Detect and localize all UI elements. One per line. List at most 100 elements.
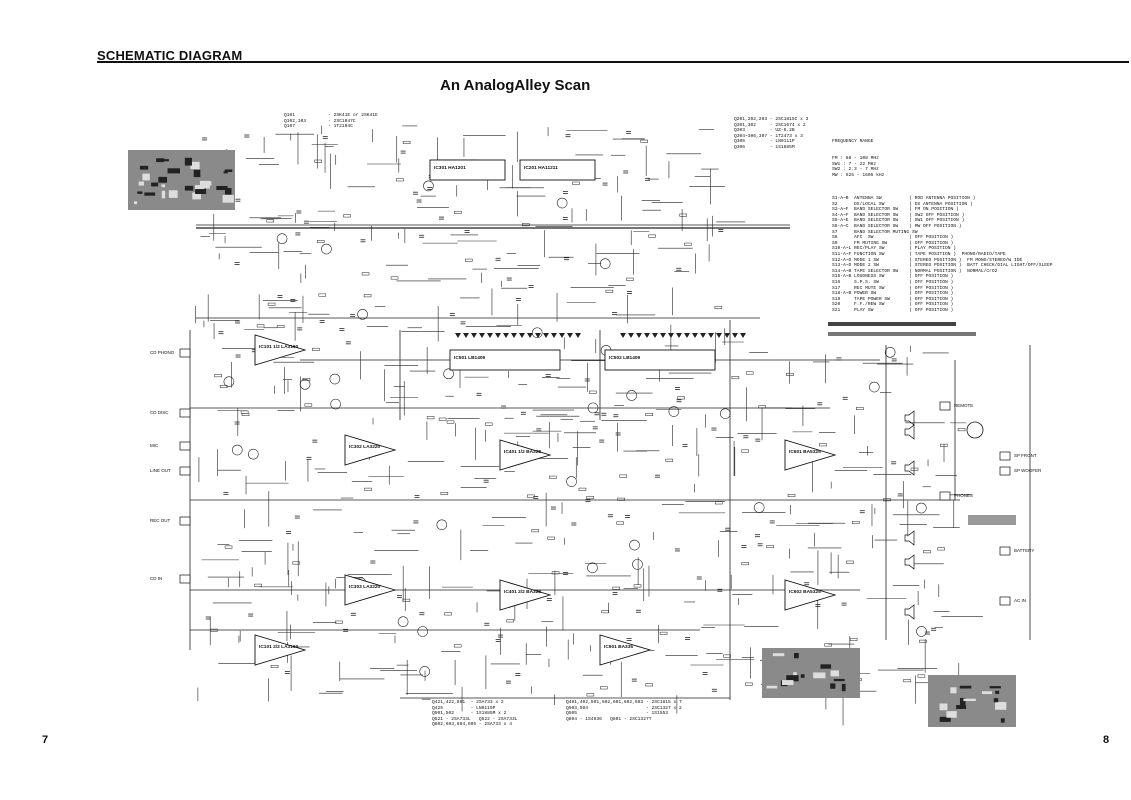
pcb-photo-detail — [1000, 718, 1005, 723]
resistor — [714, 305, 723, 309]
pcb-photo-detail — [946, 711, 957, 718]
ic-label: IC302 LA3220 — [349, 444, 381, 450]
resistor — [465, 258, 473, 262]
resistor — [903, 679, 911, 683]
pcb-photo-detail — [151, 182, 159, 187]
ic-label: IC501 LB1409 — [454, 355, 486, 361]
led-symbol — [575, 333, 581, 338]
resistor — [586, 496, 594, 500]
jack-label: CD PHONO — [150, 350, 175, 355]
led-symbol — [495, 333, 501, 338]
led-symbol — [716, 333, 722, 338]
ic-symbol — [499, 439, 552, 471]
resistor — [446, 420, 455, 424]
resistor — [600, 686, 608, 690]
ic-symbol — [599, 634, 652, 666]
resistor — [605, 289, 614, 293]
resistor — [551, 571, 560, 575]
switch-list-row: S20 F.F./REW SW ( OFF POSITION ) — [832, 302, 954, 308]
ic-symbol — [449, 349, 561, 371]
ic-symbol — [499, 579, 552, 611]
pcb-photo-detail — [989, 686, 1001, 689]
transistor-symbol — [626, 390, 637, 401]
resistor — [937, 547, 945, 551]
resistor — [684, 242, 692, 246]
resistor — [318, 293, 327, 297]
transistor-symbol — [587, 562, 598, 574]
transistor-symbol — [668, 406, 680, 417]
resistor — [572, 181, 580, 185]
resistor — [578, 487, 587, 491]
pcb-photo-detail — [161, 184, 166, 188]
pcb-photo-detail — [224, 188, 232, 195]
switch-list-row: S17 REC MUTE SW ( OFF POSITION ) — [832, 285, 954, 291]
pcb-photo-detail — [156, 159, 169, 162]
resistor — [846, 560, 854, 564]
ic-symbol — [784, 579, 837, 611]
pcb-photo-detail — [993, 698, 999, 703]
resistor — [616, 521, 624, 525]
jack-label: CD DISC — [150, 410, 169, 415]
transistor-symbol — [436, 519, 448, 531]
resistor — [214, 374, 222, 378]
pcb-photo-detail — [142, 173, 150, 181]
resistor — [484, 422, 493, 426]
speaker-icon — [904, 530, 915, 546]
resistor — [910, 467, 919, 471]
resistor — [312, 347, 320, 351]
pcb-photo-detail — [995, 690, 1000, 694]
resistor — [917, 674, 926, 678]
jack-symbol — [179, 348, 191, 358]
jack-symbol — [939, 401, 951, 411]
transistor-note: Q401,402,501,502,601,602,603 - 2SC1815 x… — [566, 700, 682, 705]
pcb-photo-detail — [772, 653, 785, 657]
speaker-icon — [904, 424, 915, 440]
switch-list-row: S2 DX/LOCAL SW ( DX ANTENNA POSITION ) — [832, 201, 973, 207]
pcb-photo-detail — [134, 201, 138, 205]
pcb-photo-detail — [950, 687, 957, 694]
resistor — [390, 276, 399, 280]
ic-symbol — [604, 349, 716, 371]
led-symbol — [503, 333, 509, 338]
led-symbol — [567, 333, 573, 338]
resistor — [506, 619, 514, 623]
transistor-symbol — [231, 444, 243, 456]
pcb-photo-detail — [206, 181, 212, 186]
switch-list-row: S18-A~B POWER SW ( OFF POSITION ) — [832, 291, 954, 297]
led-symbol — [463, 333, 469, 338]
resistor — [316, 240, 325, 243]
transistor-symbol — [753, 502, 765, 513]
led-symbol — [660, 333, 666, 338]
pcb-photo-detail — [820, 664, 832, 669]
jack-label: SP WOOFER — [1014, 468, 1042, 473]
resistor — [849, 637, 858, 641]
resistor — [731, 376, 740, 380]
transistor-note: Q301,302 - 2SC1674 x 2 — [734, 122, 806, 128]
switch-list-row: S3-A~F BAND SELECTOR SW ( FM ON POSITION… — [832, 207, 959, 213]
resistor — [589, 390, 597, 394]
ic-symbol — [344, 434, 397, 466]
pcb-photo-detail — [786, 675, 799, 682]
resistor — [254, 583, 262, 587]
pcb-photo-detail — [184, 185, 194, 191]
pcb-photo-detail — [158, 176, 168, 183]
ic-label: IC602 BA5325 — [789, 589, 821, 595]
jack-symbol — [999, 466, 1011, 476]
transistor-symbol — [556, 197, 568, 209]
frequency-range-row: MW : 525 - 1605 kHz — [832, 172, 885, 178]
resistor — [919, 639, 927, 643]
led-symbol — [636, 333, 642, 338]
resistor — [361, 272, 370, 276]
highlight-bar — [828, 322, 956, 326]
switch-list-row: S8 AFC SW ( OFF POSITION ) — [832, 235, 954, 241]
transistor-symbol — [276, 233, 288, 245]
page-number-right: 8 — [1103, 734, 1110, 746]
jack-label: PHONES — [954, 493, 973, 498]
transistor-symbol — [248, 448, 259, 460]
transistor-symbol — [397, 616, 409, 628]
pcb-photo-detail — [139, 165, 149, 170]
led-symbol — [692, 333, 698, 338]
transistor-symbol — [417, 626, 429, 637]
transistor-symbol — [531, 327, 543, 339]
